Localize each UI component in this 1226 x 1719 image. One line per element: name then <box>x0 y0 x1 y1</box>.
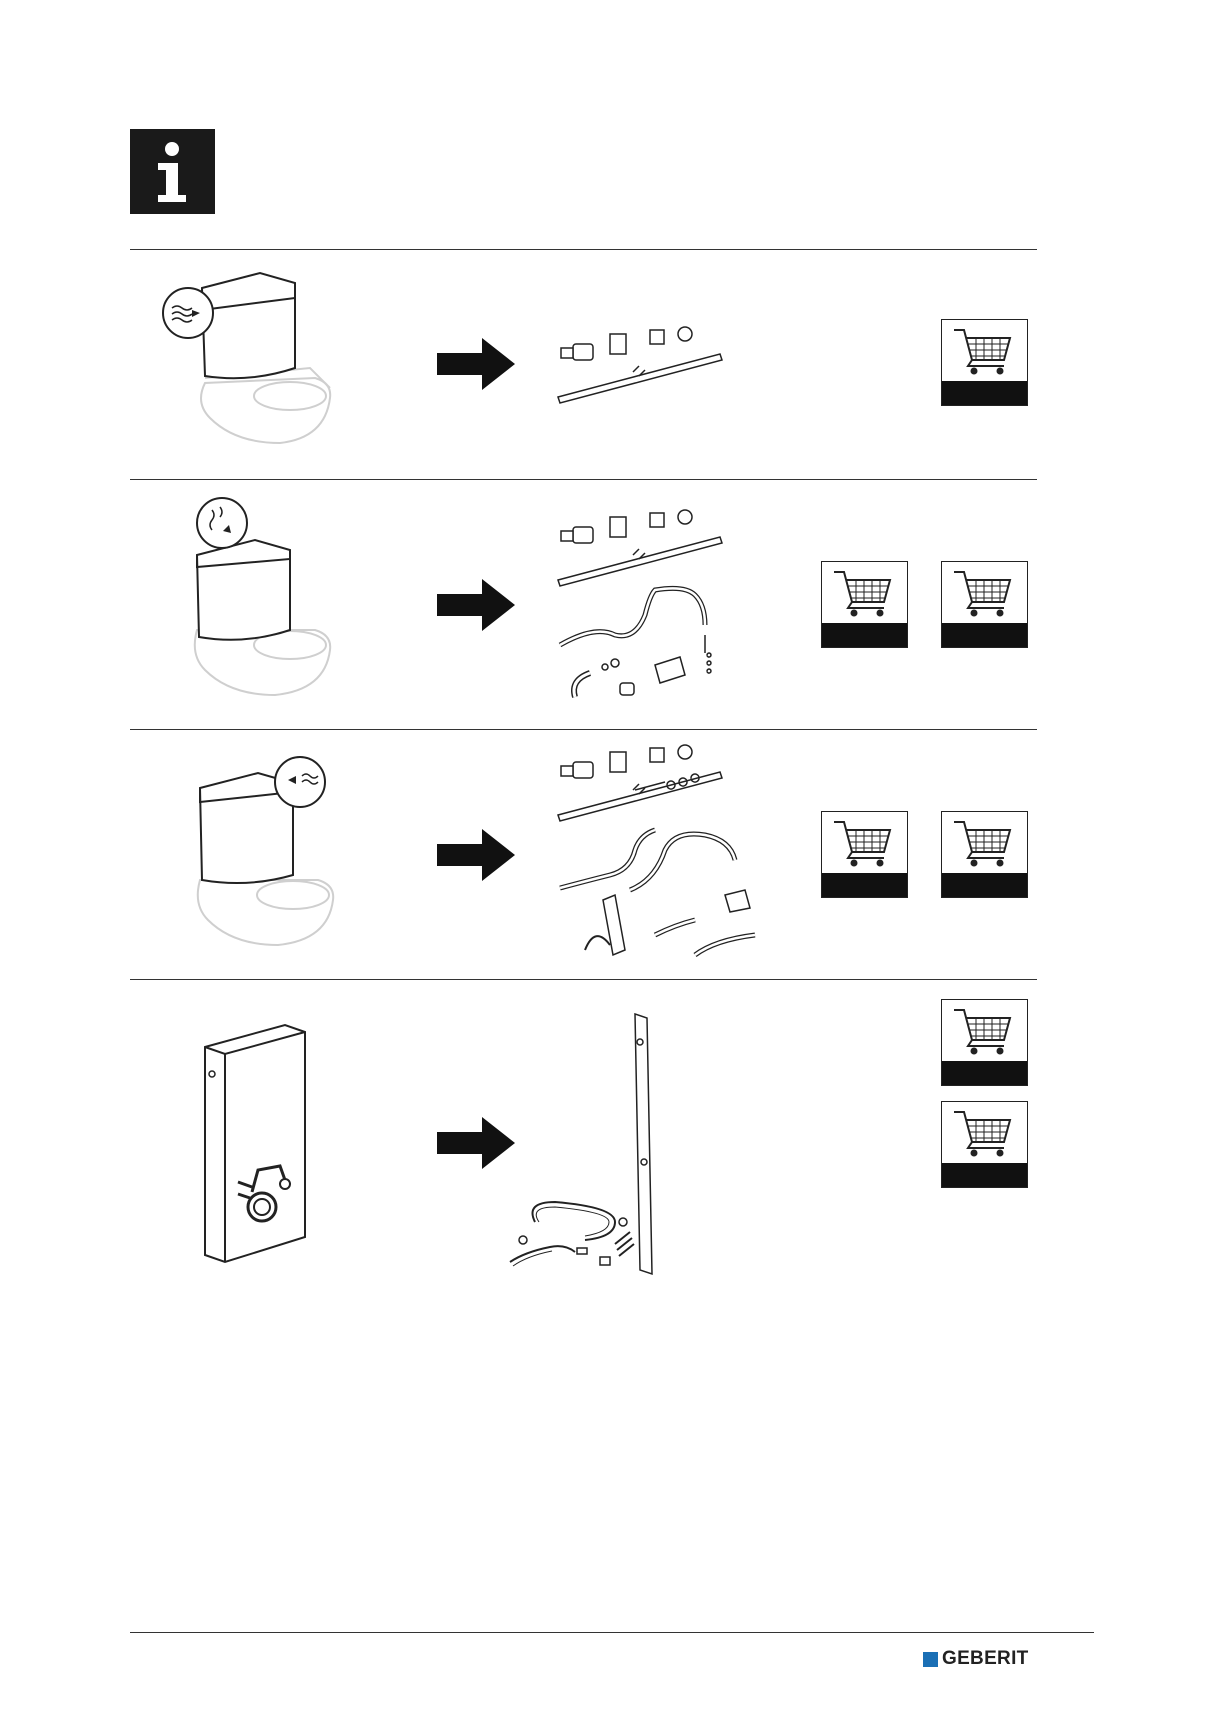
cistern-toilet-top-inlet-illustration <box>185 495 355 714</box>
pipe-fittings-kit-illustration <box>555 322 725 411</box>
pipe-fittings-hose-kit-illustration <box>555 505 730 709</box>
shopping-cart-icon[interactable] <box>821 561 908 648</box>
arrow-right-icon <box>437 338 517 394</box>
divider <box>130 479 1037 480</box>
pipe-fittings-double-hose-kit-illustration <box>555 740 785 974</box>
arrow-right-icon <box>437 579 517 635</box>
brand-name: GEBERIT <box>942 1648 1029 1670</box>
geberit-logo: GEBERIT <box>923 1649 1029 1669</box>
mounting-rail-connection-kit-illustration <box>505 1012 665 1281</box>
arrow-right-icon <box>437 829 517 885</box>
divider <box>130 249 1037 250</box>
info-icon <box>130 129 215 214</box>
sanitary-module-illustration <box>200 1022 310 1271</box>
cistern-toilet-side-inlet-illustration <box>150 268 340 462</box>
shopping-cart-icon[interactable] <box>941 1101 1028 1188</box>
cistern-toilet-rear-inlet-illustration <box>190 750 360 964</box>
shopping-cart-icon[interactable] <box>941 561 1028 648</box>
shopping-cart-icon[interactable] <box>821 811 908 898</box>
logo-square-icon <box>923 1652 938 1667</box>
divider <box>130 729 1037 730</box>
shopping-cart-icon[interactable] <box>941 999 1028 1086</box>
shopping-cart-icon[interactable] <box>941 811 1028 898</box>
footer-divider <box>130 1632 1094 1633</box>
divider <box>130 979 1037 980</box>
shopping-cart-icon[interactable] <box>941 319 1028 406</box>
